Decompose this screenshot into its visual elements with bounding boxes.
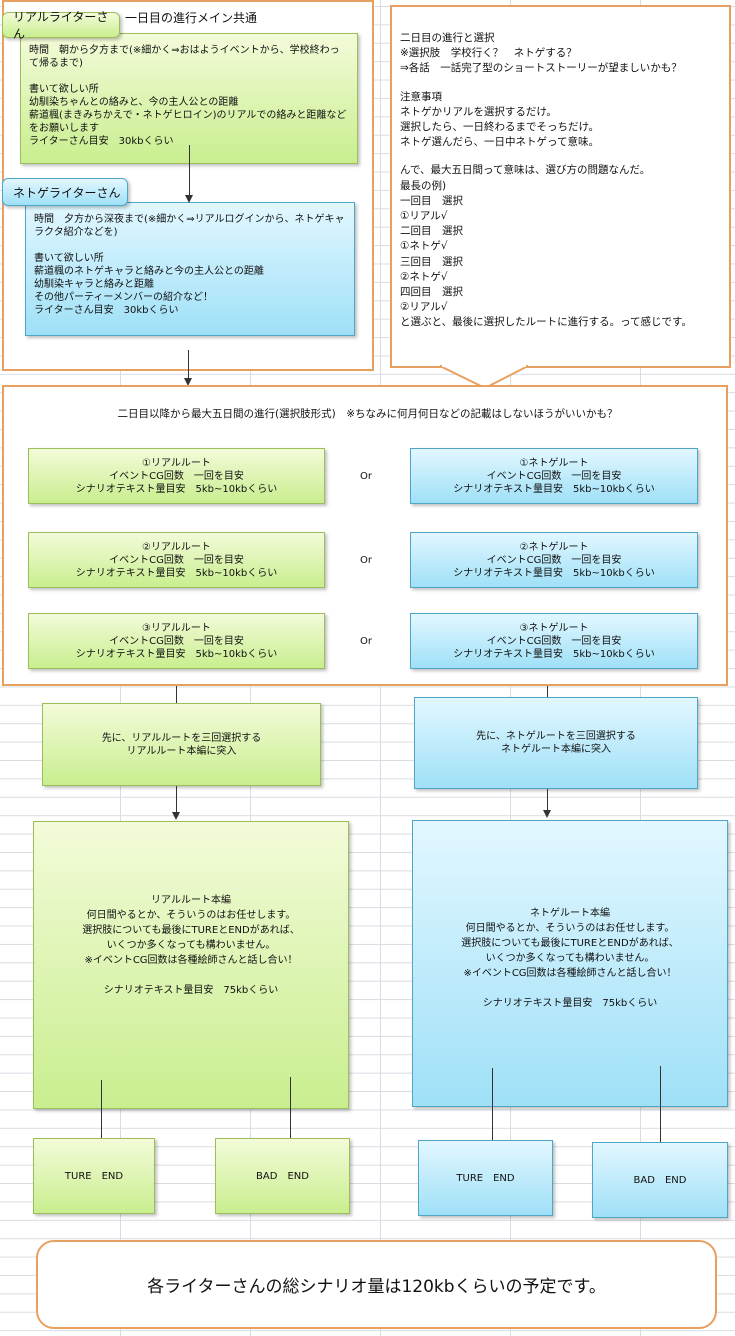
- text-line: 幼馴染ちゃんとの絡みと、今の主人公との距離: [29, 97, 239, 108]
- text-line: 選択したら、一日終わるまでそっちだけ。: [400, 121, 599, 134]
- text-line: [29, 70, 349, 83]
- text-line: ネトゲ選んだら、一日中ネトゲって意味。: [400, 136, 599, 149]
- text-line: ライターさん目安 30kbくらい: [29, 136, 174, 147]
- net-entry-box: 先に、ネトゲルートを三回選択する ネトゲルート本編に突入: [414, 697, 698, 789]
- net-writer-box: 時間 夕方から深夜まで(※細かく⇒リアルログインから、ネトゲキャラクタ紹介などを…: [25, 202, 355, 336]
- net-true-end: TURE END: [418, 1140, 553, 1216]
- real-writer-text: 時間 朝から夕方まで(※細かく⇒おはようイベントから、学校終わって帰るまで) 書い…: [29, 44, 349, 148]
- arrow-line: [547, 789, 548, 810]
- text-line: ②リアル√: [400, 301, 448, 314]
- text-line: [34, 239, 346, 252]
- real-main-box: リアルルート本編 何日間やるとか、そういうのはお任せします。 選択肢についても最…: [33, 821, 349, 1109]
- arrow-line: [492, 1068, 493, 1154]
- arrow-line: [101, 1080, 102, 1152]
- text-line: ⇒各話 一話完了型のショートストーリーが望ましいかも？: [400, 62, 682, 75]
- arrow-head-icon: [184, 378, 192, 386]
- text-line: 四回目 選択: [400, 286, 463, 299]
- text-line: [400, 77, 721, 90]
- text-line: 二回目 選択: [400, 225, 463, 238]
- net-route-box: ①ネトゲルート イベントCG回数 一回を目安 シナリオテキスト量目安 5kb~1…: [410, 448, 698, 504]
- day2-header: 二日目以降から最大五日間の進行(選択肢形式) ※ちなみに何月何日などの記載はしな…: [117, 408, 618, 420]
- net-route-box: ②ネトゲルート イベントCG回数 一回を目安 シナリオテキスト量目安 5kb~1…: [410, 532, 698, 588]
- text-line: 最長の例): [400, 179, 447, 192]
- text-line: 三回目 選択: [400, 255, 463, 268]
- text-line: 幼馴染キャラと絡みと距離: [34, 279, 154, 290]
- net-bad-end: BAD END: [592, 1142, 728, 1218]
- note-text: 二日目の進行と選択 ※選択肢 学校行く？ ネトゲする？ ⇒各話 一話完了型のショート…: [400, 31, 721, 331]
- arrow-line: [660, 1066, 661, 1156]
- real-bad-end: BAD END: [215, 1138, 350, 1214]
- net-writer-text: 時間 夕方から深夜まで(※細かく⇒リアルログインから、ネトゲキャラクタ紹介などを…: [34, 213, 346, 317]
- arrow-line: [189, 145, 190, 195]
- note-callout: 二日目の進行と選択 ※選択肢 学校行く？ ネトゲする？ ⇒各話 一話完了型のショート…: [390, 5, 731, 368]
- arrow-head-icon: [172, 812, 180, 820]
- arrow-line: [290, 1077, 291, 1152]
- net-main-box: ネトゲルート本編 何日間やるとか、そういうのはお任せします。 選択肢についても最…: [412, 820, 728, 1107]
- text-line: んで、最大五日間って意味は、選び方の問題なんだ。: [400, 164, 651, 177]
- arrow-head-icon: [543, 810, 551, 818]
- text-line: 時間 朝から夕方まで(※細かく⇒おはようイベントから、学校終わって帰るまで): [29, 45, 340, 69]
- arrow-line: [188, 350, 189, 380]
- text-line: 薪道楓のネトゲキャラと絡みと今の主人公との距離: [34, 266, 264, 277]
- text-line: 時間 夕方から深夜まで(※細かく⇒リアルログインから、ネトゲキャラクタ紹介などを…: [34, 214, 345, 238]
- text-line: 注意事項: [400, 90, 442, 103]
- or-label: Or: [360, 636, 372, 647]
- text-line: [400, 150, 721, 163]
- text-line: その他パーティーメンバーの紹介など！: [34, 292, 213, 303]
- real-writer-tab: リアルライターさん: [2, 10, 120, 41]
- real-entry-box: 先に、リアルルートを三回選択する リアルルート本編に突入: [42, 703, 321, 786]
- arrow-head-icon: [185, 195, 193, 203]
- real-route-box: ②リアルルート イベントCG回数 一回を目安 シナリオテキスト量目安 5kb~1…: [28, 532, 325, 588]
- text-line: 薪道楓(まきみちかえで・ネトゲヒロイン)のリアルでの絡みと距離などをお願いします: [29, 110, 347, 134]
- arrow-line: [176, 786, 177, 812]
- real-route-box: ①リアルルート イベントCG回数 一回を目安 シナリオテキスト量目安 5kb~1…: [28, 448, 325, 504]
- real-writer-box: 時間 朝から夕方まで(※細かく⇒おはようイベントから、学校終わって帰るまで) 書い…: [20, 33, 358, 164]
- text-line: ②ネトゲ√: [400, 270, 448, 283]
- text-line: 書いて欲しい所: [29, 84, 99, 95]
- real-route-box: ③リアルルート イベントCG回数 一回を目安 シナリオテキスト量目安 5kb~1…: [28, 613, 325, 669]
- text-line: ①リアル√: [400, 210, 448, 223]
- footer-summary: 各ライターさんの総シナリオ量は120kbくらいの予定です。: [36, 1240, 717, 1329]
- or-label: Or: [360, 471, 372, 482]
- text-line: ライターさん目安 30kbくらい: [34, 305, 179, 316]
- net-route-box: ③ネトゲルート イベントCG回数 一回を目安 シナリオテキスト量目安 5kb~1…: [410, 613, 698, 669]
- text-line: 二日目の進行と選択: [400, 32, 495, 44]
- text-line: と選ぶと、最後に選択したルートに進行する。って感じです。: [400, 316, 693, 329]
- connector-line: [547, 686, 548, 697]
- or-label: Or: [360, 555, 372, 566]
- real-true-end: TURE END: [33, 1138, 155, 1214]
- connector-line: [176, 686, 177, 703]
- callout-pointer: [440, 365, 529, 390]
- text-line: ①ネトゲ√: [400, 240, 448, 253]
- day1-title: 一日目の進行メイン共通: [125, 11, 258, 25]
- text-line: ※選択肢 学校行く？ ネトゲする？: [400, 47, 577, 60]
- text-line: 一回目 選択: [400, 194, 463, 207]
- text-line: ネトゲかリアルを選択するだけ。: [400, 105, 557, 118]
- text-line: 書いて欲しい所: [34, 253, 104, 264]
- net-writer-tab: ネトゲライターさん: [2, 178, 128, 206]
